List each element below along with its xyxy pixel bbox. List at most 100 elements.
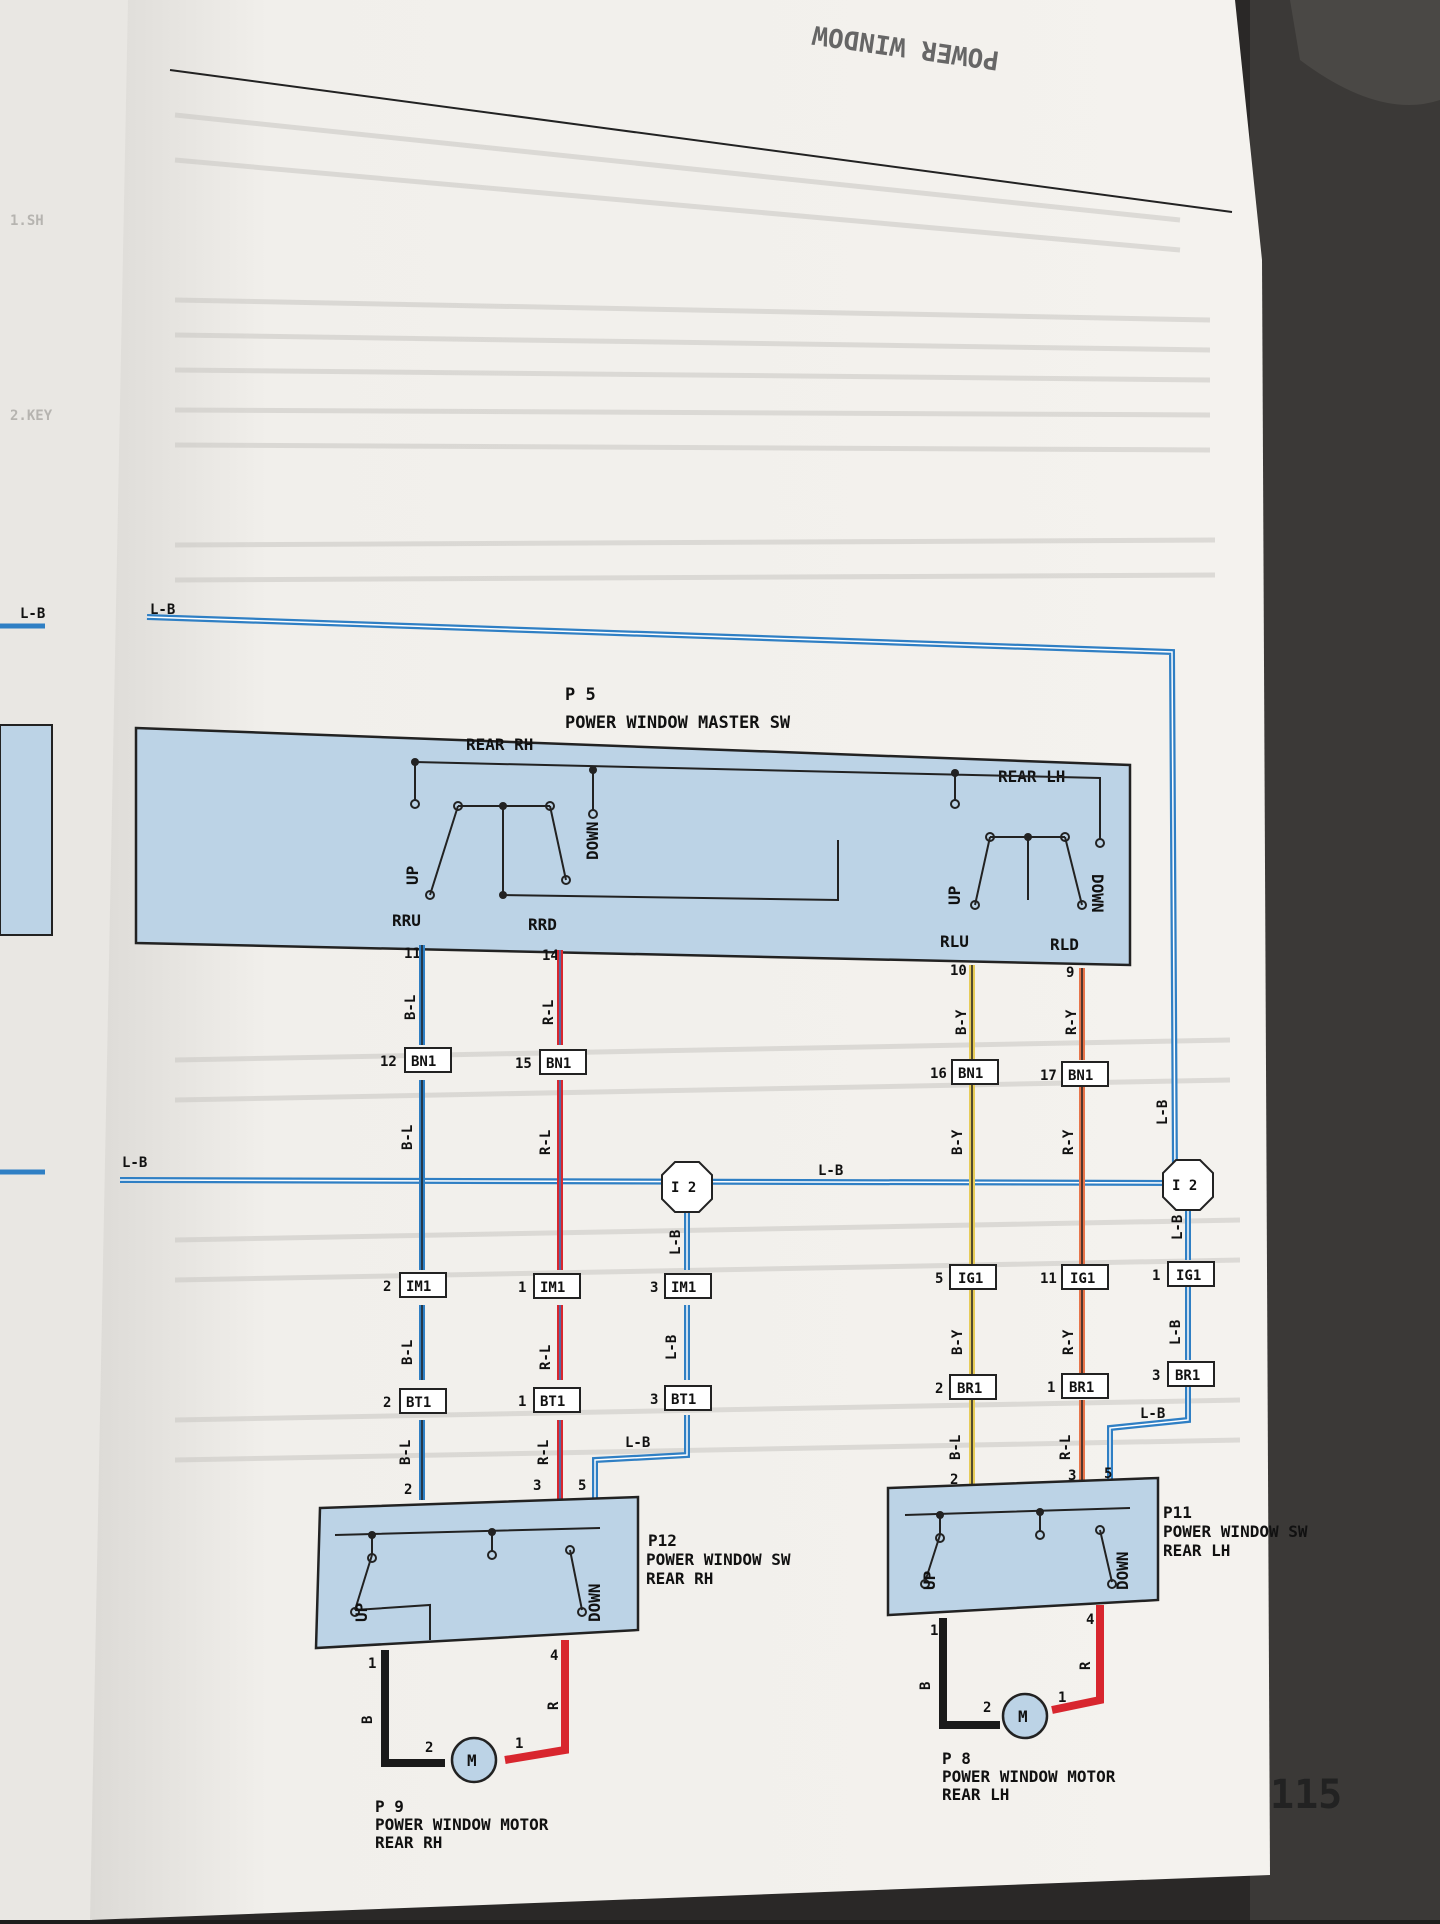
connector-bt1-c: BT1 3 xyxy=(650,1385,712,1411)
switch-lh-pin: 3 xyxy=(1068,1468,1076,1484)
wire-label-lb-rh-3: L-B xyxy=(625,1435,650,1451)
wire-label-bl-1: B-L xyxy=(403,995,419,1020)
connector-pin: 3 xyxy=(650,1392,658,1408)
wire-label-lb-rh-1: L-B xyxy=(668,1230,684,1255)
switch-rh-line2: REAR RH xyxy=(646,1569,713,1588)
master-switch: P 5 POWER WINDOW MASTER SW REAR RH REAR … xyxy=(134,685,1132,981)
motor-lh-symbol: M xyxy=(1018,1707,1028,1726)
connector-bt1-b: BT1 1 xyxy=(518,1387,581,1413)
header-rule xyxy=(169,69,1233,213)
wire-rru-bl: B-L B-L B-L B-L xyxy=(398,945,425,1500)
connector-bt1-a: BT1 2 xyxy=(383,1388,447,1414)
pin-rlu: 10 xyxy=(950,963,967,979)
car-seat-area xyxy=(1250,0,1440,1920)
motor-rh-caption: P 9 POWER WINDOW MOTOR REAR RH xyxy=(375,1797,549,1852)
connector-label: BR1 xyxy=(1069,1380,1094,1396)
switch-rh-id: P12 xyxy=(648,1531,677,1550)
wire-rlu-by: B-Y B-Y B-Y B-L xyxy=(948,965,975,1490)
wire-label-bl-lh: B-L xyxy=(948,1435,964,1460)
connector-bn1-lh-up: BN1 16 xyxy=(930,1059,999,1085)
lb-bus-middle: L-B L-B L-B xyxy=(119,1100,1176,1186)
wire-label-lb-lh-3: L-B xyxy=(1140,1406,1165,1422)
switch-rh-pin: 2 xyxy=(404,1482,412,1498)
master-switch-id: P 5 xyxy=(565,685,596,705)
connector-label: BN1 xyxy=(411,1054,436,1070)
bus-right-vertical-label: L-B xyxy=(1155,1100,1171,1125)
master-rear-rh: REAR RH xyxy=(466,735,533,754)
motor-lh-pin: 1 xyxy=(930,1623,938,1639)
lb-bus-top: L-B xyxy=(146,602,1178,1176)
connector-label: BN1 xyxy=(546,1056,571,1072)
connector-pin: 3 xyxy=(1152,1368,1160,1384)
master-rh-up: UP xyxy=(403,866,422,885)
junction-center-label: I 2 xyxy=(671,1180,696,1196)
connector-br1-c: BR1 3 xyxy=(1152,1361,1215,1387)
switch-rh-up: UP xyxy=(352,1603,371,1622)
terminal-rrd: RRD xyxy=(528,915,557,934)
connector-br1-a: BR1 2 xyxy=(935,1374,997,1400)
motor-lh-icon xyxy=(1001,1692,1049,1740)
wire-label-bl-4: B-L xyxy=(398,1440,414,1465)
connector-label: BT1 xyxy=(671,1392,696,1408)
connector-label: IM1 xyxy=(540,1280,565,1296)
motor-lh-pin: 2 xyxy=(983,1700,991,1716)
switch-lh-up: UP xyxy=(920,1571,939,1590)
switch-rear-rh: 2 3 5 UP DOWN P12 POWER WINDOW SW REAR R… xyxy=(314,1478,791,1650)
connector-pin: 2 xyxy=(383,1395,391,1411)
motor-lh-id: P 8 xyxy=(942,1749,971,1768)
motor-rh-icon xyxy=(450,1736,498,1784)
connector-label: IM1 xyxy=(406,1279,431,1295)
connector-pin: 1 xyxy=(1152,1268,1160,1284)
wire-label-rl-1: R-L xyxy=(541,1000,557,1025)
master-lh-up: UP xyxy=(945,886,964,905)
seat-edge xyxy=(1290,0,1440,105)
switch-rh-pin: 5 xyxy=(578,1478,586,1494)
left-side-label-2: 2.KEY xyxy=(10,408,53,424)
connector-pin: 16 xyxy=(930,1066,947,1082)
connector-pin: 2 xyxy=(383,1279,391,1295)
motor-rh-wiring: 1 4 B R 2 1 M xyxy=(360,1640,569,1784)
switch-rh-pin: 3 xyxy=(533,1478,541,1494)
connector-ig1-c: IG1 1 xyxy=(1152,1261,1215,1287)
pin-rru: 11 xyxy=(404,946,421,962)
motor-rh-pin: 1 xyxy=(515,1736,523,1752)
wire-label-ry-1: R-Y xyxy=(1064,1009,1080,1035)
wire-label-lb-lh-1: L-B xyxy=(1170,1215,1186,1240)
connector-pin: 5 xyxy=(935,1271,943,1287)
connector-label: BT1 xyxy=(406,1395,431,1411)
bleed-through-text xyxy=(174,112,1241,1463)
connector-pin: 11 xyxy=(1040,1271,1057,1287)
connector-im1-b: IM1 1 xyxy=(518,1273,581,1299)
connector-pin: 15 xyxy=(515,1056,532,1072)
switch-lh-down: DOWN xyxy=(1113,1551,1132,1590)
switch-rh-down: DOWN xyxy=(585,1583,604,1622)
connector-label: IG1 xyxy=(1176,1268,1201,1284)
wire-label-by-3: B-Y xyxy=(950,1329,966,1355)
wire-rrd-rl: R-L R-L R-L R-L xyxy=(536,950,563,1500)
connector-ig1-a: IG1 5 xyxy=(935,1264,997,1290)
wire-label-bl-3: B-L xyxy=(400,1340,416,1365)
wire-label-rl-lh: R-L xyxy=(1058,1435,1074,1460)
connector-pin: 1 xyxy=(1047,1380,1055,1396)
wire-label-b-rh: B xyxy=(360,1716,376,1724)
switch-lh-pin: 5 xyxy=(1104,1466,1112,1482)
terminal-rru: RRU xyxy=(392,911,421,930)
wire-label-r-lh: R xyxy=(1078,1661,1094,1670)
motor-rh-line2: REAR RH xyxy=(375,1833,442,1852)
connector-im1-a: IM1 2 xyxy=(383,1272,447,1298)
wire-label-ry-2: R-Y xyxy=(1061,1129,1077,1155)
motor-rh-id: P 9 xyxy=(375,1797,404,1816)
connector-label: BN1 xyxy=(1068,1068,1093,1084)
connector-label: IG1 xyxy=(958,1271,983,1287)
master-lh-down: DOWN xyxy=(1088,874,1107,913)
motor-rh-line1: POWER WINDOW MOTOR xyxy=(375,1815,549,1834)
wire-label-lb-rh-2: L-B xyxy=(664,1335,680,1360)
master-rh-down: DOWN xyxy=(583,821,602,860)
connector-br1-b: BR1 1 xyxy=(1047,1373,1109,1399)
switch-rear-lh: 2 3 5 UP DOWN P11 POWER WINDOW SW REAR L… xyxy=(886,1466,1308,1617)
connector-bn1-rh-up: BN1 12 xyxy=(380,1047,452,1073)
motor-lh-line1: POWER WINDOW MOTOR xyxy=(942,1767,1116,1786)
connector-pin: 1 xyxy=(518,1280,526,1296)
